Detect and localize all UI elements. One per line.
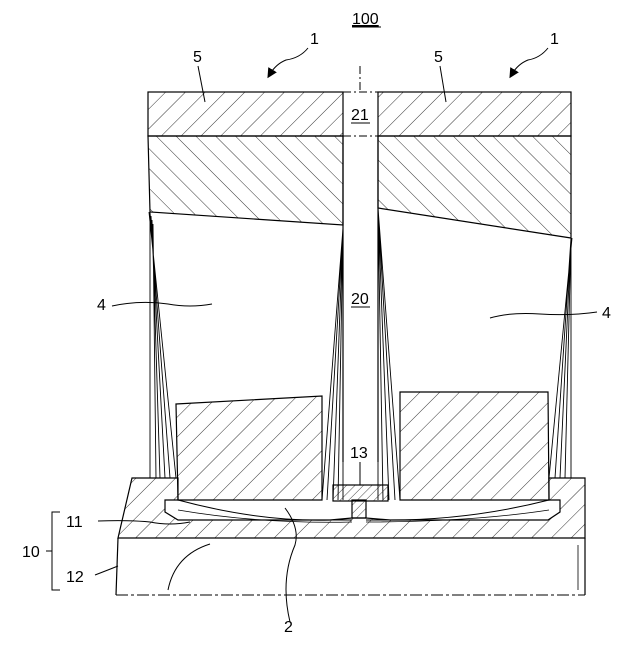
- label-gap-mid: 20: [351, 291, 369, 308]
- label-base-part-upper: 11: [66, 514, 83, 531]
- bead-wedge-left-outer: [149, 212, 176, 478]
- lower-body-left: [176, 396, 322, 500]
- label-tread: 2: [284, 619, 293, 636]
- upper-body-left: [148, 136, 343, 225]
- lower-body-right: [400, 392, 549, 500]
- lower-base: [116, 538, 585, 595]
- label-base-part-lower: 12: [66, 569, 84, 586]
- bead-wedge-right-outer: [549, 238, 572, 478]
- label-bead-left: 4: [97, 297, 106, 314]
- unit-arrow-right: [512, 48, 548, 74]
- label-base-group: 10: [22, 544, 40, 561]
- upper-body-right: [378, 136, 571, 238]
- cover-plate-right: [378, 92, 571, 136]
- label-assembly: 100: [352, 11, 379, 28]
- label-unit-right: 1: [550, 31, 559, 48]
- joint-piece: [333, 485, 388, 518]
- label-unit-left: 1: [310, 31, 319, 48]
- label-cover-right: 5: [434, 49, 443, 66]
- label-cover-left: 5: [193, 49, 202, 66]
- bead-wedge-right-inner: [378, 208, 400, 500]
- base-group-bracket: [46, 512, 60, 590]
- label-gap-top: 21: [351, 107, 369, 124]
- label-bead-right: 4: [602, 305, 611, 322]
- unit-arrow-left: [270, 48, 308, 74]
- label-joint: 13: [350, 445, 368, 462]
- bead-wedge-left-inner: [322, 228, 343, 500]
- cover-plate-left: [148, 92, 343, 136]
